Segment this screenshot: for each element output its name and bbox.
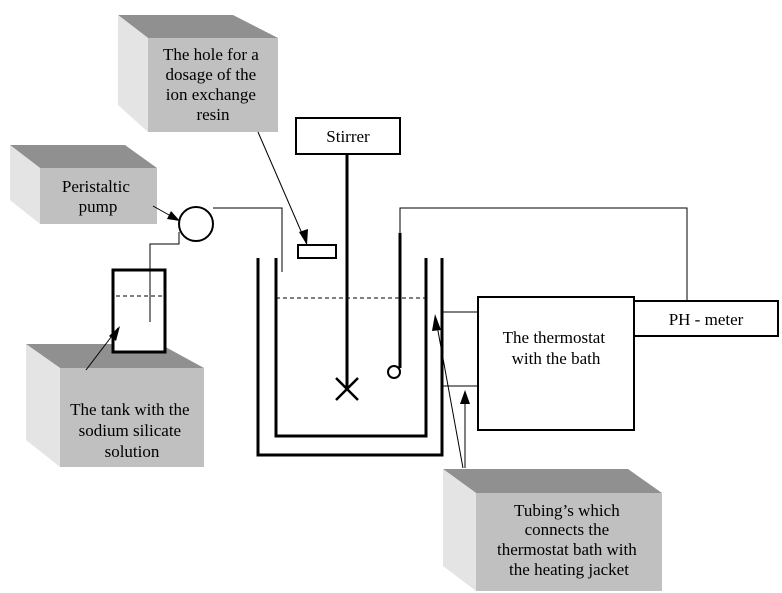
callout-hole-side <box>118 15 148 132</box>
pump-circle <box>178 206 214 242</box>
tubing-line-2: connects the <box>525 520 610 539</box>
callout-tubing: Tubing’s which connects the thermostat b… <box>443 469 662 591</box>
ph-probe-tip <box>387 365 401 379</box>
leader-tubing-lower-arrow <box>460 390 470 404</box>
pump-label: Peristaltic pump <box>62 177 134 216</box>
stirrer-label: Stirrer <box>326 127 370 146</box>
callout-pump: Peristaltic pump <box>10 145 157 224</box>
pump-line-2: pump <box>79 197 118 216</box>
callout-tank-face <box>60 368 204 467</box>
stirrer-box <box>295 117 401 155</box>
ph-meter-box <box>633 300 779 337</box>
dosage-hole <box>297 244 337 259</box>
callout-hole: The hole for a dosage of the ion exchang… <box>118 15 278 132</box>
thermostat-label: The thermostat with the bath <box>503 328 610 368</box>
leader-tank-arrow <box>109 326 120 341</box>
callout-hole-face <box>148 38 278 132</box>
tubing-line-3: thermostat bath with <box>497 540 637 559</box>
hole-label: The hole for a dosage of the ion exchang… <box>163 45 263 124</box>
leader-tubing-upper <box>435 319 464 469</box>
hole-line-4: resin <box>196 105 230 124</box>
pump-line-1: Peristaltic <box>62 177 130 196</box>
callout-tubing-side <box>443 469 476 591</box>
leader-hole <box>257 131 308 246</box>
tank-line-3: solution <box>105 442 160 461</box>
tubing-line-1: Tubing’s which <box>514 501 620 520</box>
hole-line-1: The hole for a <box>163 45 259 64</box>
callout-pump-face <box>40 168 157 224</box>
callout-pump-top <box>10 145 157 168</box>
callout-hole-top <box>118 15 278 38</box>
tank-line-2: sodium silicate <box>79 421 181 440</box>
leader-tubing-upper-arrow <box>432 314 441 331</box>
hole-line-2: dosage of the <box>166 65 257 84</box>
thermostat-box <box>477 296 635 431</box>
thermostat-line-1: The thermostat <box>503 328 606 347</box>
callout-pump-side <box>10 145 40 224</box>
vessel-inner <box>274 258 428 438</box>
thermostat-line-2: with the bath <box>512 349 601 368</box>
leader-hole-arrow <box>299 229 308 245</box>
callout-tubing-face <box>476 493 662 591</box>
ph-meter-label: PH - meter <box>669 310 744 329</box>
callout-tank: The tank with the sodium silicate soluti… <box>26 344 204 467</box>
hole-line-3: ion exchange <box>166 85 256 104</box>
tank-label: The tank with the sodium silicate soluti… <box>70 400 194 461</box>
tubing-line-4: the heating jacket <box>509 560 629 579</box>
jacket-outer <box>256 258 444 457</box>
callout-tank-side <box>26 344 60 467</box>
tank-line-1: The tank with the <box>70 400 189 419</box>
pump-to-vessel-pipe <box>213 207 283 272</box>
callout-tubing-top <box>443 469 662 493</box>
tubing-label: Tubing’s which connects the thermostat b… <box>497 501 641 579</box>
silicate-tank <box>111 268 167 354</box>
ph-cable <box>399 207 688 301</box>
impeller-stroke-b <box>335 377 359 401</box>
leader-pump-arrow <box>167 211 180 221</box>
